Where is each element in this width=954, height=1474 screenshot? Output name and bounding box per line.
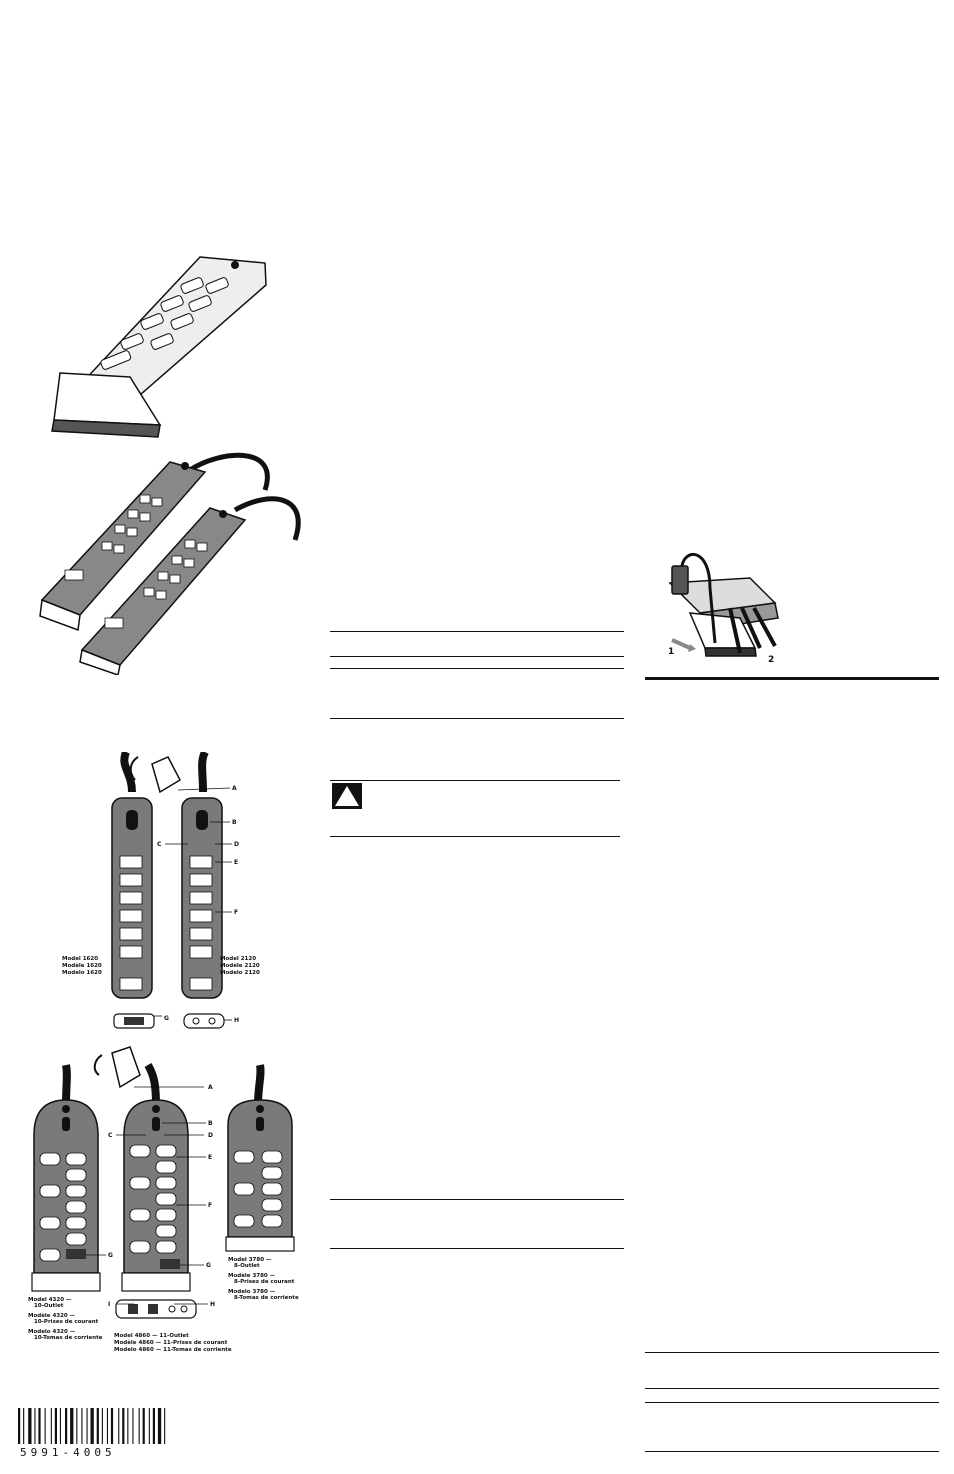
barcode-bar [90,1408,94,1444]
warning-triangle-icon [332,783,362,809]
model-4860-en: Model 4860 — 11-Outlet [114,1333,189,1339]
barcode-bar [101,1408,103,1444]
label-c: C [157,841,162,848]
barcode-bar [38,1408,41,1444]
diagram-models-4320-4860-3780: A B C D E F G G I H Model 4320 — 10-Outl… [24,1045,314,1355]
model-4860-es: Modelo 4860 — 11-Tomas de corriente [114,1347,232,1353]
label-a-2: A [208,1084,213,1091]
barcode-bar [122,1408,125,1444]
barcode-bar [18,1408,21,1444]
divider [330,668,624,669]
model-1620-fr: Modèle 1620 [62,962,102,969]
label-f: F [234,909,238,916]
barcode-bar [152,1408,155,1444]
barcode-bar [118,1408,120,1444]
label-h-2: H [210,1301,215,1308]
label-g: G [164,1015,169,1022]
model-3780-line1: Model 3780 — [228,1257,272,1263]
label-e-2: E [208,1154,212,1161]
divider [330,656,624,657]
divider [645,1352,939,1353]
divider [330,718,624,719]
barcode-bar [54,1408,57,1444]
barcode-bar [142,1408,145,1444]
illustration-two-surge-strips [20,450,310,675]
illustration-surge-protector-open [30,245,280,440]
divider [645,1402,939,1403]
model-3780-line6: 8-Tomas de corriente [234,1295,299,1301]
model-2120-en: Model 2120 [220,956,256,962]
barcode-bar [65,1408,68,1444]
barcode-bar [81,1408,83,1444]
model-4320-line6: 10-Tomas de corriente [34,1335,103,1341]
model-3780-line4: 8-Prises de courant [234,1279,295,1285]
model-4320-line4: 10-Prises de courant [34,1319,99,1325]
barcode-bar [23,1408,25,1444]
barcode-bar [28,1408,32,1444]
model-3780-line2: 8-Outlet [234,1263,260,1269]
diagram-models-1620-2120: A B C D E F G H Model 1620 Modèle 1620 M… [60,752,290,1037]
model-3780-line3: Modèle 3780 — [228,1272,276,1279]
divider [330,1248,624,1249]
divider [330,631,624,632]
illustration-cord-management: 1 2 [660,548,790,668]
model-4320-line3: Modèle 4320 — [28,1312,76,1319]
model-1620-es: Modelo 1620 [62,970,102,976]
barcode-bar [106,1408,108,1444]
barcode-bar [50,1408,52,1444]
divider [330,1199,624,1200]
model-4860-fr: Modèle 4860 — 11-Prises de courant [114,1339,228,1346]
label-e: E [234,859,238,866]
step-1-label: 1 [668,647,674,657]
barcode-bar [110,1408,114,1444]
divider [330,780,620,781]
step-2-label: 2 [768,655,774,665]
divider [645,1388,939,1389]
barcode [18,1408,173,1444]
label-h: H [234,1017,239,1024]
barcode-bar [76,1408,78,1444]
barcode-bar [59,1408,61,1444]
label-d-2: D [208,1132,213,1139]
barcode-bar [44,1408,46,1444]
label-i: I [108,1301,110,1308]
label-g-3: G [206,1262,211,1269]
divider [645,1451,939,1452]
label-a: A [232,785,237,792]
barcode-bar [164,1408,166,1444]
barcode-bar [148,1408,150,1444]
model-2120-es: Modelo 2120 [220,970,260,976]
label-b-2: B [208,1120,213,1127]
model-2120-fr: Modèle 2120 [220,962,260,969]
model-4320-line1: Model 4320 — [28,1297,72,1303]
barcode-bar [157,1408,162,1444]
divider [330,836,620,837]
barcode-bar [138,1408,140,1444]
barcode-bar [86,1408,88,1444]
model-4320-line2: 10-Outlet [34,1303,64,1309]
section-divider [645,677,939,680]
model-3780-line5: Modelo 3780 — [228,1289,276,1295]
label-b: B [232,819,237,826]
label-d: D [234,841,239,848]
barcode-bar [127,1408,129,1444]
barcode-bar [70,1408,74,1444]
barcode-bar [34,1408,36,1444]
barcode-bar [96,1408,99,1444]
label-f-2: F [208,1202,212,1209]
model-1620-en: Model 1620 [62,956,98,962]
label-g-2: G [108,1252,113,1259]
model-4320-line5: Modelo 4320 — [28,1329,76,1335]
barcode-bar [132,1408,134,1444]
barcode-digits: 5991-4005 [20,1446,116,1459]
label-c-2: C [108,1132,113,1139]
